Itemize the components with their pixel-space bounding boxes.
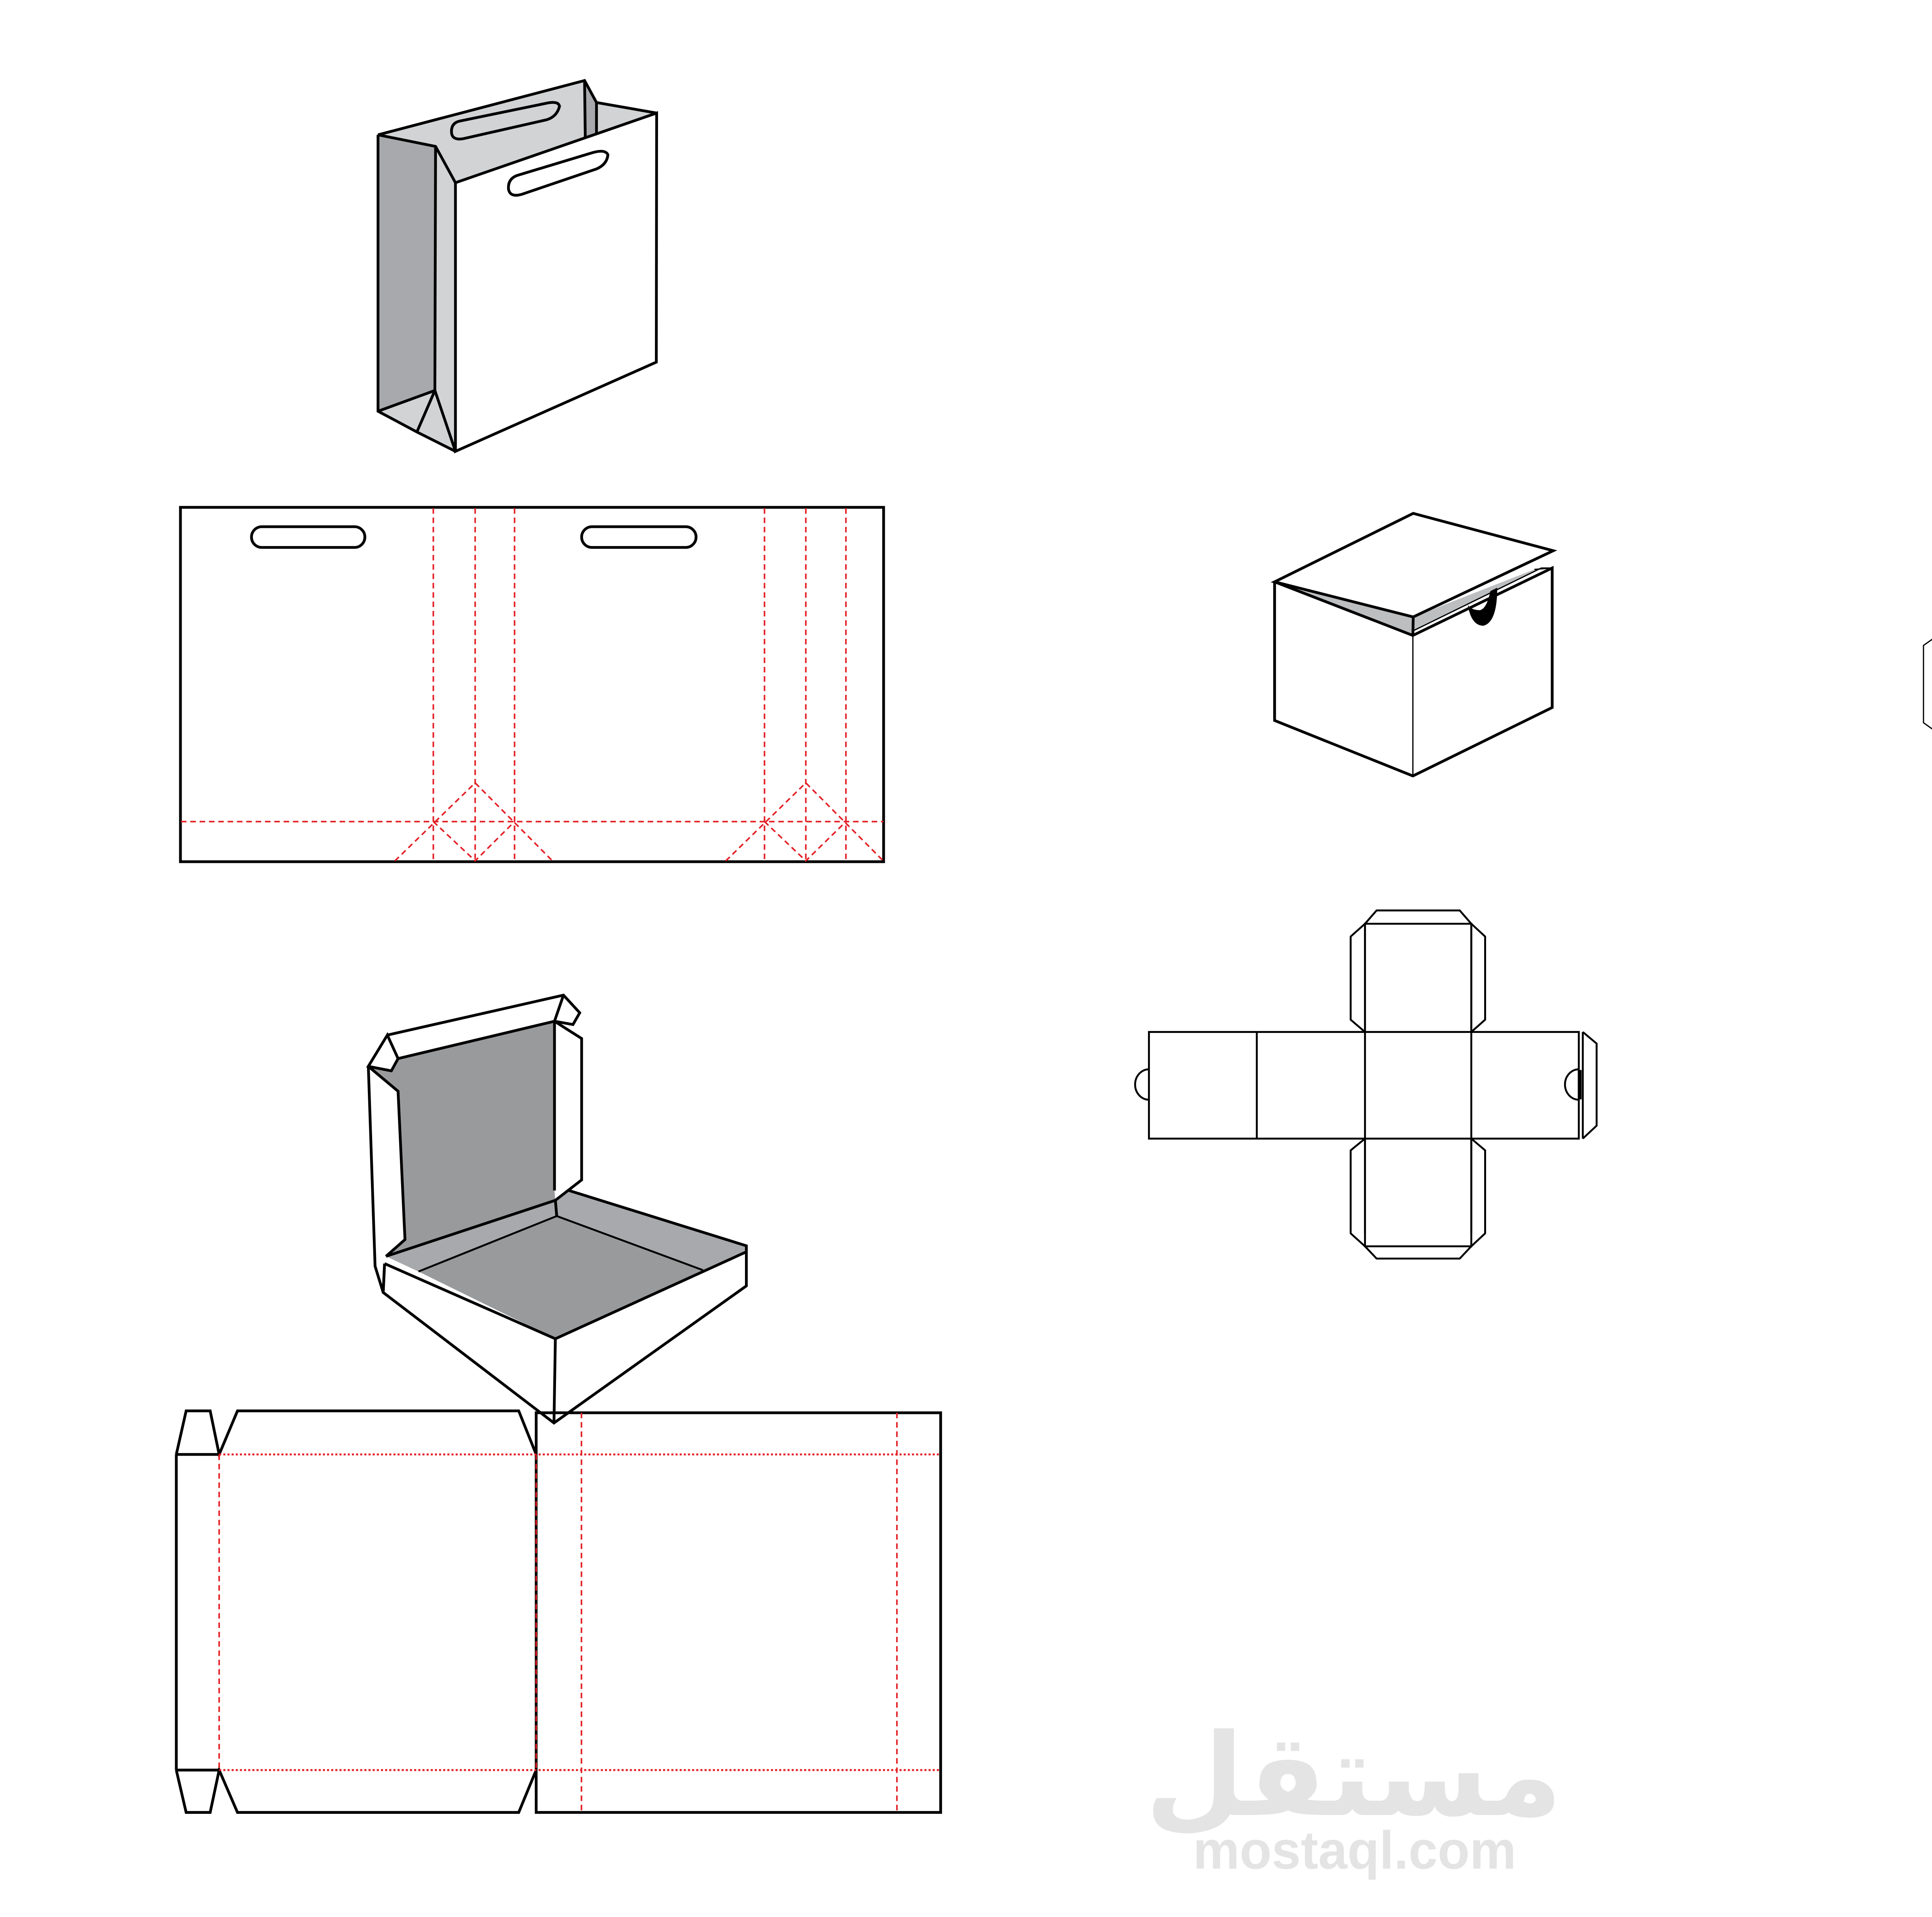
pizza-back-wall-right: [555, 1190, 747, 1271]
cube-left-face: [1274, 582, 1413, 776]
watermark-arabic: مستقل: [1145, 1709, 1563, 1842]
pizza-lid-left-flap: [368, 1066, 405, 1266]
cube-dieline-slot-right-icon: [1564, 1068, 1579, 1101]
pizza-front-right-wall: [554, 1252, 747, 1423]
pizza-lid-top-flap: [387, 995, 564, 1059]
bag-right-gusset: [584, 80, 597, 137]
cube-lid: [1274, 513, 1553, 617]
cube-box-3d: [1270, 512, 1558, 778]
pizza-lid-right-flap: [554, 1021, 582, 1201]
mailer-box-dieline: [1923, 638, 1932, 730]
bag-left-gusset-inner: [435, 146, 456, 452]
pizza-back-wall-left: [386, 1200, 557, 1272]
cube-box-dieline: [1134, 909, 1598, 1260]
bag-front-panel: [455, 113, 657, 452]
pizza-box-dieline: [175, 1409, 942, 1814]
pizza-floor: [418, 1216, 703, 1339]
cube-dieline-tab-left-icon: [1134, 1068, 1149, 1101]
cube-thumb-notch-icon: [1468, 587, 1497, 626]
bag-back-handle-icon: [450, 101, 561, 141]
shopping-bag-dieline: [179, 506, 885, 863]
bag-left-gusset-outer: [378, 134, 436, 412]
bag-dieline-outline: [179, 506, 885, 863]
bag-front-handle-icon: [507, 150, 609, 197]
bag-dieline-handle-1-icon: [250, 525, 366, 549]
pizza-lid-interior: [368, 1021, 556, 1257]
pizza-front-left-wall: [383, 1264, 556, 1423]
bag-dieline-handle-2-icon: [580, 525, 697, 549]
pizza-box-3d: [366, 993, 748, 1425]
shopping-bag-3d: [376, 79, 658, 454]
watermark-latin: mostaql.com: [1193, 1820, 1517, 1880]
watermark: مستقل mostaql.com: [1145, 1709, 1563, 1880]
